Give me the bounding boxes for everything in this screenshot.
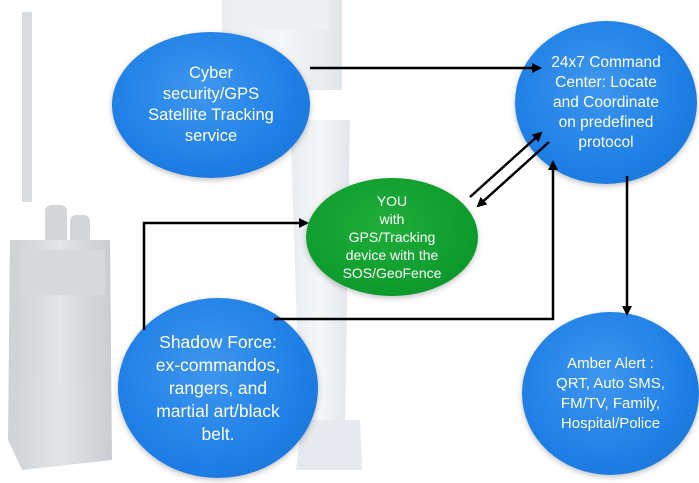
you-node: YOU with GPS/Tracking device with the SO…	[306, 178, 478, 296]
command-center-node: 24x7 Command Center: Locate and Coordina…	[515, 21, 697, 184]
cyber-security-node: Cyber security/GPS Satellite Tracking se…	[112, 32, 310, 178]
edge-shadow-to-command	[274, 160, 558, 321]
edge-shadow-to-you	[142, 218, 309, 330]
edge-you-to-command	[469, 131, 543, 198]
walkie-talkie-illustration	[8, 12, 112, 470]
edge-command-to-you	[476, 141, 550, 208]
amber-alert-node: Amber Alert : QRT, Auto SMS, FM/TV, Fami…	[522, 312, 699, 475]
shadow-force-node: Shadow Force: ex-commandos, rangers, and…	[118, 298, 318, 478]
